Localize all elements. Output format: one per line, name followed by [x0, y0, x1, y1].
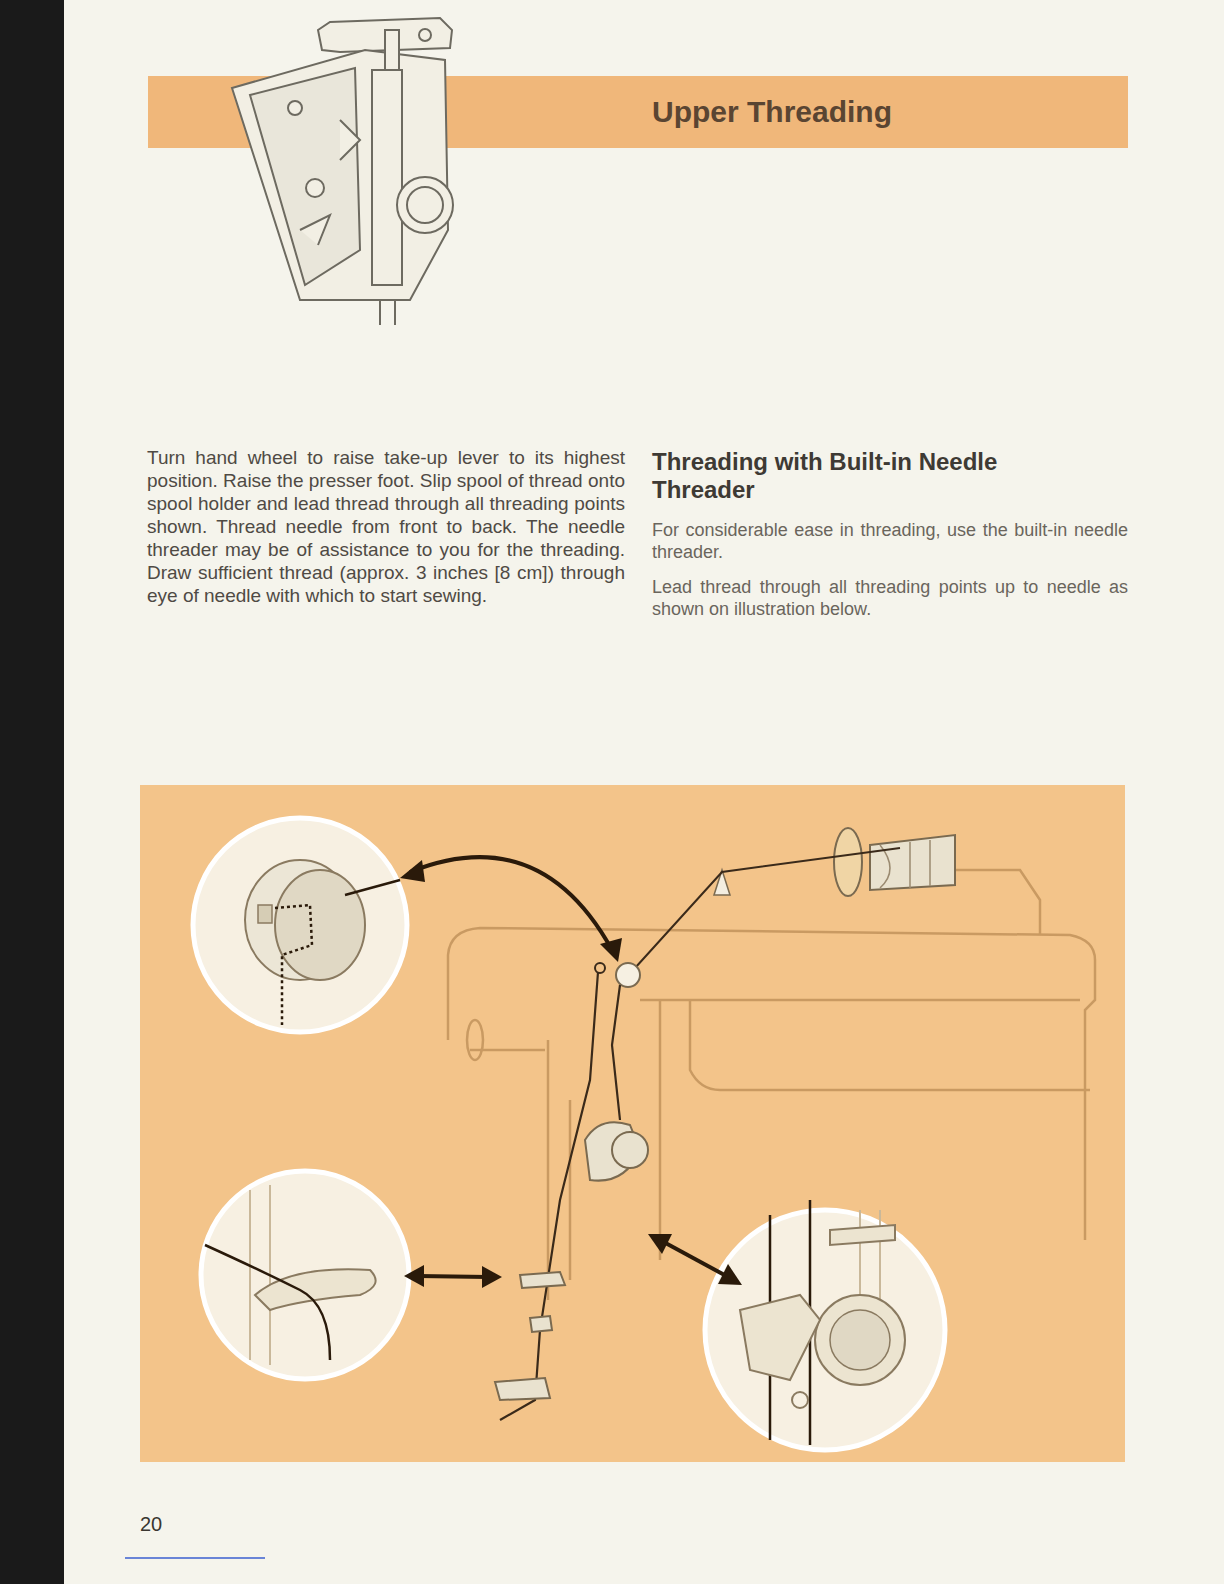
detail-circles — [193, 818, 945, 1450]
title-text: Upper Threading — [652, 95, 892, 129]
scan-edge — [0, 0, 64, 1584]
instruction-paragraph: For considerable ease in threading, use … — [652, 519, 1128, 563]
illustration-panel — [140, 785, 1125, 1462]
section-heading: Threading with Built-in Needle Threader — [652, 448, 1072, 504]
instruction-paragraph: Turn hand wheel to raise take-up lever t… — [147, 446, 625, 607]
pointer-arrows — [410, 857, 730, 1278]
machine-head-drawing — [232, 18, 453, 325]
page-number: 20 — [140, 1512, 200, 1536]
title-band: Upper Threading — [148, 76, 1128, 148]
instruction-paragraph: Lead thread through all threading points… — [652, 576, 1128, 620]
scan-underline — [125, 1557, 265, 1559]
arrowheads — [400, 860, 742, 1288]
